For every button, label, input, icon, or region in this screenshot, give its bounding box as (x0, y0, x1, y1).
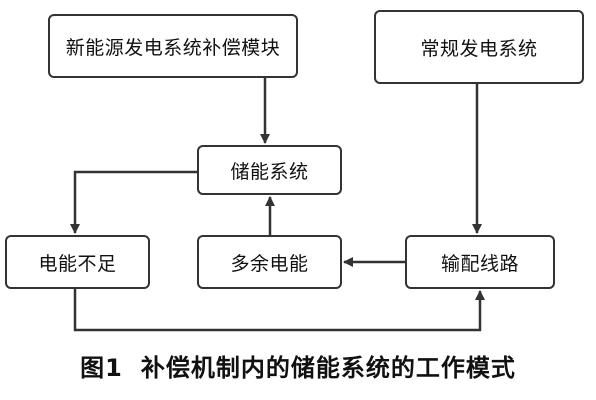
transmission-line-label: 输配线路 (440, 252, 519, 275)
figure-caption: 图1 补偿机制内的储能系统的工作模式 (0, 348, 596, 383)
arrow-shortage-to-transmission (73, 289, 485, 332)
conventional-power-system-label: 常规发电系统 (420, 37, 538, 60)
surplus-power-label: 多余电能 (230, 252, 309, 275)
renewable-compensation-module-label: 新能源发电系统补偿模块 (65, 36, 281, 59)
conventional-power-system-node: 常规发电系统 (374, 10, 584, 84)
figure-caption-text: 补偿机制内的储能系统的工作模式 (140, 354, 516, 382)
energy-storage-system-label: 储能系统 (230, 160, 309, 183)
figure-number: 图1 (80, 354, 123, 382)
transmission-line-node: 输配线路 (405, 235, 555, 289)
power-shortage-node: 电能不足 (5, 235, 150, 289)
surplus-power-node: 多余电能 (197, 235, 342, 289)
energy-storage-system-node: 储能系统 (197, 145, 342, 195)
renewable-compensation-module-node: 新能源发电系统补偿模块 (48, 14, 298, 78)
power-shortage-label: 电能不足 (38, 252, 117, 275)
arrow-storage-to-shortage (70, 170, 197, 234)
